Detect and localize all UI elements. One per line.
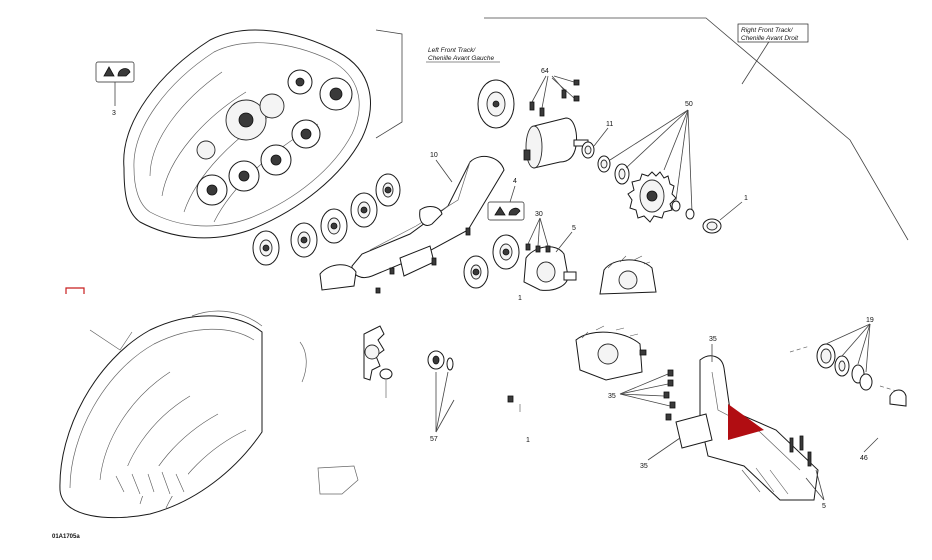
label-leader-lines — [375, 17, 909, 241]
warning-decal-icon — [103, 66, 131, 77]
fasteners-cluster — [375, 227, 471, 294]
callout-57: 57 — [430, 436, 438, 443]
drive-pulley — [477, 79, 515, 129]
callout-46: 46 — [860, 455, 868, 462]
right-track-assembly — [59, 310, 359, 519]
callout-35c: 35 — [640, 463, 648, 470]
callout-1: 1 — [744, 195, 748, 202]
lower-carrier — [575, 325, 647, 381]
callout-30: 30 — [535, 211, 543, 218]
bracket-part-36: 35 — [640, 437, 681, 470]
callout-19: 19 — [866, 317, 874, 324]
decal-part-3: 3 — [95, 61, 135, 117]
right-track-label-line-1: Right Front Track/ — [741, 27, 794, 34]
left-track-label-line-2: Chenille Avant Gauche — [428, 55, 495, 62]
callout-4: 4 — [513, 178, 517, 185]
callout-1c: 1 — [526, 437, 530, 444]
left-track-assembly — [123, 29, 371, 239]
cap-part-46: 46 — [860, 389, 907, 462]
callout-35b: 35 — [608, 393, 616, 400]
track-wheel-row — [252, 173, 520, 289]
cap-part-1c: 1 — [379, 368, 530, 444]
callout-10: 10 — [430, 152, 438, 159]
callout-3: 3 — [112, 110, 116, 117]
left-front-track-label: Left Front Track/ Chenille Avant Gauche — [426, 47, 500, 63]
right-front-track-label: Right Front Track/ Chenille Avant Droit — [737, 23, 809, 43]
bolts-part-30: 30 — [525, 211, 551, 253]
small-bolt-lower — [507, 395, 521, 412]
section-marker — [65, 287, 85, 294]
warning-decal-icon — [494, 206, 521, 216]
left-track-bogie-wheels — [196, 69, 353, 206]
bolts-part-64: 64 — [529, 68, 580, 117]
bolts-part-5b: 5 — [789, 435, 826, 510]
callout-64: 64 — [541, 68, 549, 75]
left-track-label-line-1: Left Front Track/ — [428, 47, 476, 54]
callout-11: 11 — [606, 121, 613, 128]
bearing-set-part-50: 50 — [597, 101, 693, 213]
spacer-part-11: 11 — [581, 121, 613, 159]
drawing-code: 01A1705a — [52, 534, 80, 540]
callout-5: 5 — [572, 225, 576, 232]
drive-sprocket — [627, 171, 695, 223]
decal-part-4: 4 — [487, 178, 525, 221]
spindle-housing — [523, 117, 589, 169]
callout-50: 50 — [685, 101, 693, 108]
suspension-frame-part-10: 10 — [319, 152, 505, 291]
bolts-part-35: 35 — [608, 369, 676, 421]
callout-35a: 35 — [709, 336, 717, 343]
track-carrier-upper — [599, 255, 657, 295]
lower-sprocket — [363, 325, 385, 381]
callout-5b: 5 — [822, 503, 826, 510]
red-section-triangle — [728, 404, 764, 440]
spindle-part-5: 5 — [523, 225, 577, 291]
mount-bracket-part-35: 35 — [675, 336, 819, 501]
washer-group-part-57: 57 — [427, 350, 455, 443]
callout-1b: 1 — [518, 295, 522, 302]
hub-cap-part-1: 1 — [702, 195, 748, 234]
bearing-set-part-19: 19 — [789, 317, 901, 393]
right-track-label-line-2: Chenille Avant Droit — [741, 35, 799, 42]
